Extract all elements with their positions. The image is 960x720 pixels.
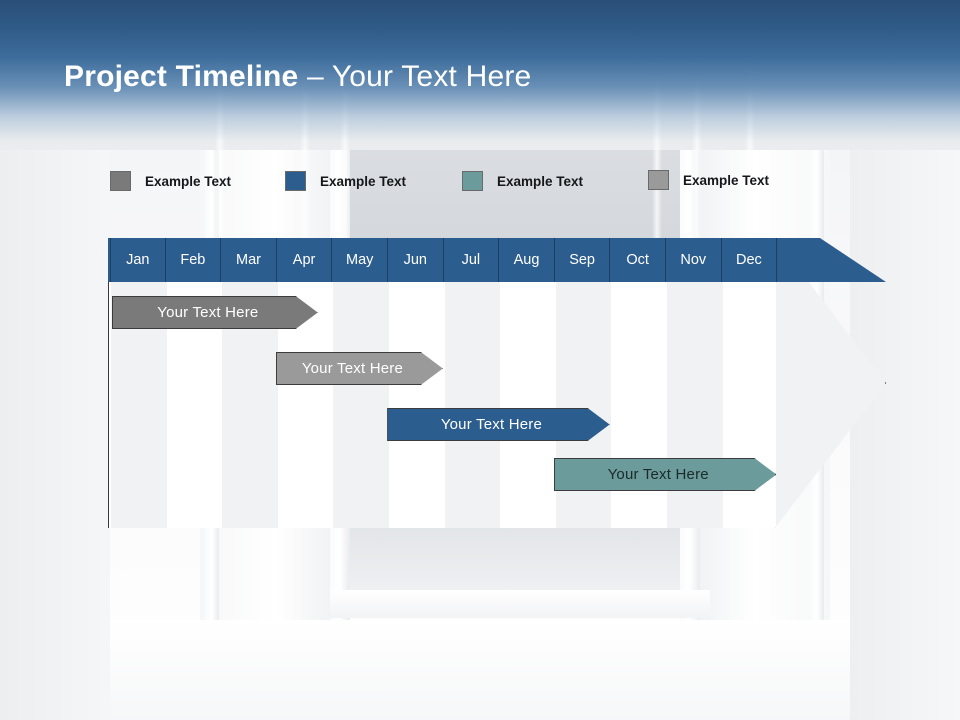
legend-item-3[interactable]: Example Text <box>462 171 583 191</box>
month-cell-may[interactable]: May <box>332 238 388 282</box>
legend-swatch-1 <box>110 171 131 191</box>
legend-item-2[interactable]: Example Text <box>285 171 406 191</box>
month-cell-jul[interactable]: Jul <box>444 238 500 282</box>
timeline-bar-4[interactable]: Your Text Here <box>554 458 776 491</box>
timeline-column-aug <box>500 239 556 528</box>
timeline-column-feb <box>167 239 223 528</box>
legend-label-1: Example Text <box>145 173 232 189</box>
legend-swatch-3 <box>462 171 483 191</box>
timeline-bar-2[interactable]: Your Text Here <box>276 352 443 385</box>
month-cell-apr[interactable]: Apr <box>277 238 333 282</box>
title-band <box>0 0 960 150</box>
legend-label-3: Example Text <box>497 173 584 189</box>
timeline-bar-label-4: Your Text Here <box>607 466 709 483</box>
background-window-sill <box>330 590 710 618</box>
legend-item-4[interactable]: Example Text <box>648 170 769 190</box>
legend-label-2: Example Text <box>320 173 407 189</box>
month-cell-aug[interactable]: Aug <box>499 238 555 282</box>
timeline-bar-label-3: Your Text Here <box>440 416 543 433</box>
timeline-bar-label-1: Your Text Here <box>157 304 259 321</box>
page-title: Project Timeline – Your Text Here <box>64 60 531 94</box>
background-floor <box>110 620 850 720</box>
timeline-column-jul <box>444 239 501 528</box>
page-title-bold: Project Timeline <box>64 60 299 93</box>
timeline-bar-3[interactable]: Your Text Here <box>387 408 609 441</box>
timeline-column-jan <box>111 239 167 528</box>
page-title-light: Your Text Here <box>331 60 532 93</box>
legend: Example Text Example Text Example Text Exam… <box>0 0 960 191</box>
page-title-separator: – <box>298 60 332 93</box>
month-cell-dec[interactable]: Dec <box>722 238 778 282</box>
month-cell-feb[interactable]: Feb <box>166 238 222 282</box>
background-right-wall <box>840 150 960 720</box>
legend-swatch-4 <box>648 170 669 190</box>
timeline-bar-1[interactable]: Your Text Here <box>112 296 318 329</box>
month-cell-nov[interactable]: Nov <box>666 238 722 282</box>
month-cell-oct[interactable]: Oct <box>610 238 666 282</box>
month-cell-jun[interactable]: Jun <box>388 238 444 282</box>
month-cell-mar[interactable]: Mar <box>221 238 277 282</box>
timeline-bar-label-2: Your Text Here <box>301 360 404 377</box>
legend-item-1[interactable]: Example Text <box>110 171 231 191</box>
month-cell-sep[interactable]: Sep <box>555 238 611 282</box>
legend-swatch-2 <box>285 171 306 191</box>
timeline-column-mar <box>222 239 278 528</box>
background-left-wall <box>0 150 120 720</box>
month-cell-jan[interactable]: Jan <box>110 238 166 282</box>
legend-label-4: Example Text <box>683 172 770 188</box>
